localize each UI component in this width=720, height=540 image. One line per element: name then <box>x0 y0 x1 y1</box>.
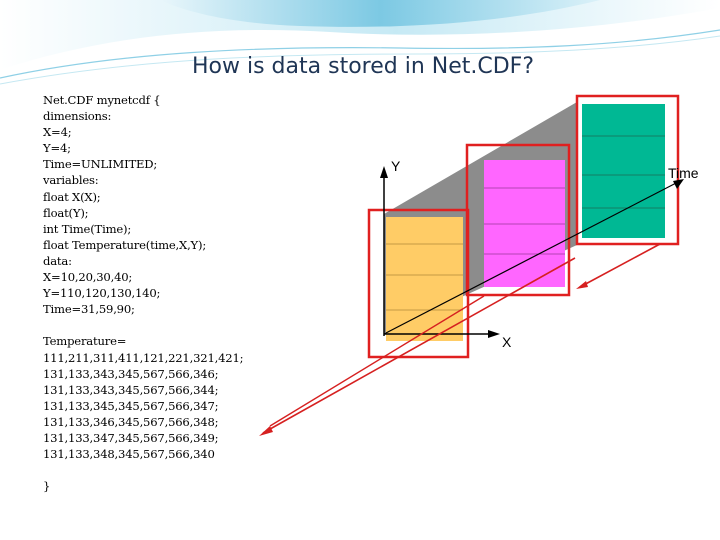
code-line: X=4; <box>43 125 72 140</box>
code-line: data: <box>43 253 72 268</box>
code-line: Time=UNLIMITED; <box>43 157 158 172</box>
code-line: } <box>43 479 51 494</box>
x-axis-label: X <box>502 334 512 350</box>
code-line: Temperature= <box>43 334 127 349</box>
time-slice-1-frame <box>367 208 470 359</box>
x-axis-arrowhead <box>488 330 500 338</box>
time-slice-1-panel <box>386 217 463 341</box>
code-line: Net.CDF mynetcdf { <box>43 93 161 107</box>
pointer-arrow-line <box>579 243 661 288</box>
code-line: 131,133,346,345,567,566,348; <box>43 414 219 429</box>
code-line: 131,133,348,345,567,566,340 <box>43 447 215 462</box>
code-line: Y=110,120,130,140; <box>43 286 161 301</box>
code-line: X=10,20,30,40; <box>43 270 133 285</box>
time-slice-2-panel <box>484 160 565 287</box>
netcdf-code-block: Net.CDF mynetcdf {dimensions:X=4;Y=4;Tim… <box>43 92 244 494</box>
time-slice-3-frame <box>575 94 680 246</box>
code-line: float X(X); <box>43 189 101 204</box>
code-line: float(Y); <box>43 205 89 220</box>
code-line: 111,211,311,411,121,221,321,421; <box>43 350 244 365</box>
y-axis-label: Y <box>391 158 401 174</box>
slide-title: How is data stored in Net.CDF? <box>192 54 534 79</box>
y-axis-arrowhead <box>380 166 388 178</box>
code-line: variables: <box>43 173 99 188</box>
code-line: 131,133,347,345,567,566,349; <box>43 430 219 445</box>
pointer-arrow-line <box>269 295 485 427</box>
code-line: dimensions: <box>43 109 112 124</box>
code-line: Y=4; <box>43 141 71 156</box>
code-line: 131,133,343,345,567,566,344; <box>43 382 219 397</box>
header-wave-decoration <box>0 0 720 85</box>
pointer-arrow-head <box>259 426 273 436</box>
pointer-arrow-head <box>576 281 588 289</box>
time-axis-label: Time <box>668 165 699 181</box>
code-line: Time=31,59,90; <box>43 302 135 317</box>
time-axis-arrowhead <box>673 179 684 189</box>
code-line: float Temperature(time,X,Y); <box>43 237 207 252</box>
pointer-arrow-line <box>262 257 576 434</box>
code-line: int Time(Time); <box>43 221 132 236</box>
time-axis-line <box>383 180 681 335</box>
code-line: 131,133,345,345,567,566,347; <box>43 398 219 413</box>
time-slice-3-panel <box>582 104 665 238</box>
code-line: 131,133,343,345,567,566,346; <box>43 366 219 381</box>
